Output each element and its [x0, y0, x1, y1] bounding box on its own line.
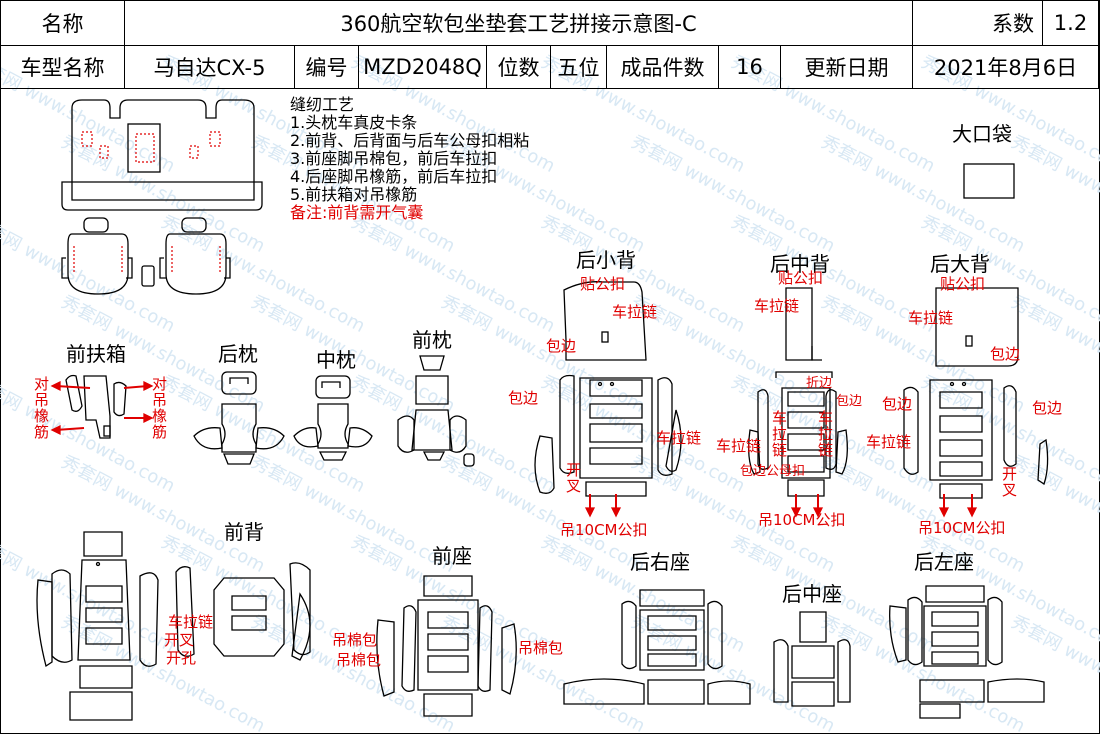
annot-che-la-lian-vertical: 车拉链	[772, 409, 788, 459]
annot-che-la-lian: 车拉链	[716, 437, 762, 455]
pieces-value: 16	[718, 45, 781, 89]
sheet-title: 360航空软包坐垫套工艺拼接示意图-C	[124, 0, 913, 46]
label-rear-left-seat: 后左座	[914, 550, 974, 574]
rear-mid-seat-pieces	[773, 611, 851, 707]
series-label: 系数	[912, 0, 1043, 46]
annot-che-la-lian-vertical: 车拉链	[818, 409, 834, 459]
annot-kai-cha: 开叉	[566, 461, 582, 495]
annot-bao-bian: 包边	[546, 337, 577, 355]
front-seat-pieces	[376, 575, 517, 717]
big-pocket-piece	[963, 163, 1015, 199]
annot-che-la-lian: 车拉链	[908, 309, 954, 327]
annot-che-la-lian: 车拉链	[656, 429, 702, 447]
annot-diao-10cm: 吊10CM公扣	[918, 519, 1006, 537]
label-front-headrest: 前枕	[412, 328, 452, 352]
label-front-back: 前背	[224, 520, 264, 544]
notes-item: 4.后座脚吊橡筋，前后车拉扣	[290, 167, 498, 186]
annot-che-la-lian: 车拉链	[866, 433, 912, 451]
front-headrest-pieces	[397, 355, 475, 467]
label-big-pocket: 大口袋	[952, 122, 1012, 146]
annot-armrest-right: 对吊橡筋	[152, 375, 168, 441]
rear-big-back-pieces	[903, 287, 1049, 518]
notes-item: 1.头枕车真皮卡条	[290, 113, 418, 132]
annot-diao-mian-bao: 吊棉包	[332, 631, 378, 649]
label-rear-small-back: 后小背	[576, 248, 636, 272]
rear-bench-overview	[61, 99, 263, 211]
label-rear-mid-seat: 后中座	[782, 582, 842, 606]
annot-tie-gong-kou: 贴公扣	[778, 269, 824, 287]
rear-small-back-pieces	[534, 281, 682, 518]
rear-right-seat-pieces	[563, 589, 751, 705]
annot-bao-bian: 包边	[882, 395, 913, 413]
annot-kai-kong: 开孔	[166, 649, 197, 667]
mid-headrest-pieces	[293, 375, 373, 461]
annot-kai-cha: 开叉	[1002, 465, 1018, 499]
annot-bao-bian: 包边	[990, 345, 1021, 363]
front-seats-overview	[61, 217, 231, 295]
rear-mid-back-pieces	[748, 287, 848, 518]
annot-diao-mian-bao: 吊棉包	[336, 651, 382, 669]
notes-remark: 备注:前背需开气囊	[290, 203, 424, 222]
annot-kai-cha: 开叉	[164, 631, 195, 649]
model-value: 马自达CX-5	[124, 45, 295, 89]
label-front-seat: 前座	[432, 544, 472, 568]
annot-diao-10cm: 吊10CM公扣	[758, 511, 846, 529]
series-value: 1.2	[1042, 0, 1099, 46]
seat-value: 五位	[550, 45, 607, 89]
annot-tie-gong-kou: 贴公扣	[580, 275, 626, 293]
notes-title: 缝纫工艺	[290, 95, 355, 114]
annot-armrest-left: 对吊橡筋	[34, 375, 50, 441]
label-rear-headrest: 后枕	[218, 342, 258, 366]
label-rear-mid-back: 后中背	[770, 252, 830, 276]
model-label: 车型名称	[0, 45, 125, 89]
pieces-label: 成品件数	[606, 45, 719, 89]
notes-item: 2.前背、后背面与后车公母扣相粘	[290, 131, 530, 150]
title-block-table: 名称 360航空软包坐垫套工艺拼接示意图-C 系数 1.2 车型名称 马自达CX…	[0, 0, 1099, 89]
annot-che-la-lian: 车拉链	[168, 613, 214, 631]
annot-diao-mian-bao: 吊棉包	[518, 639, 564, 657]
front-back-pieces	[36, 531, 311, 721]
annot-zhe-bian: 折边	[806, 376, 833, 391]
label-mid-headrest: 中枕	[316, 348, 356, 372]
label-rear-right-seat: 后右座	[630, 550, 690, 574]
code-value: MZD2048Q	[358, 45, 487, 89]
annot-diao-10cm: 吊10CM公扣	[560, 521, 648, 539]
code-label: 编号	[294, 45, 359, 89]
label-rear-big-back: 后大背	[930, 252, 990, 276]
annot-bao-bian: 包边	[836, 394, 863, 409]
annot-che-la-lian: 车拉链	[612, 303, 658, 321]
notes-item: 5.前扶箱对吊橡筋	[290, 185, 418, 204]
sewing-notes: 缝纫工艺 1.头枕车真皮卡条 2.前背、后背面与后车公母扣相粘 3.前座脚吊棉包…	[290, 96, 529, 222]
rear-left-seat-pieces	[889, 585, 1045, 719]
annot-bao-bian: 包边	[508, 389, 539, 407]
label-front-armrest: 前扶箱	[66, 342, 126, 366]
seat-label: 位数	[486, 45, 551, 89]
front-armrest-pieces	[50, 374, 154, 439]
rear-headrest-pieces	[193, 371, 285, 465]
annot-bao-gong-mu-kou: 包边公母扣	[740, 464, 806, 479]
annot-bao-bian: 包边	[1032, 399, 1063, 417]
date-value: 2021年8月6日	[912, 45, 1099, 89]
annot-che-la-lian: 车拉链	[754, 297, 800, 315]
annot-tie-gong-kou: 贴公扣	[940, 275, 986, 293]
date-label: 更新日期	[780, 45, 913, 89]
notes-item: 3.前座脚吊棉包，前后车拉扣	[290, 149, 498, 168]
